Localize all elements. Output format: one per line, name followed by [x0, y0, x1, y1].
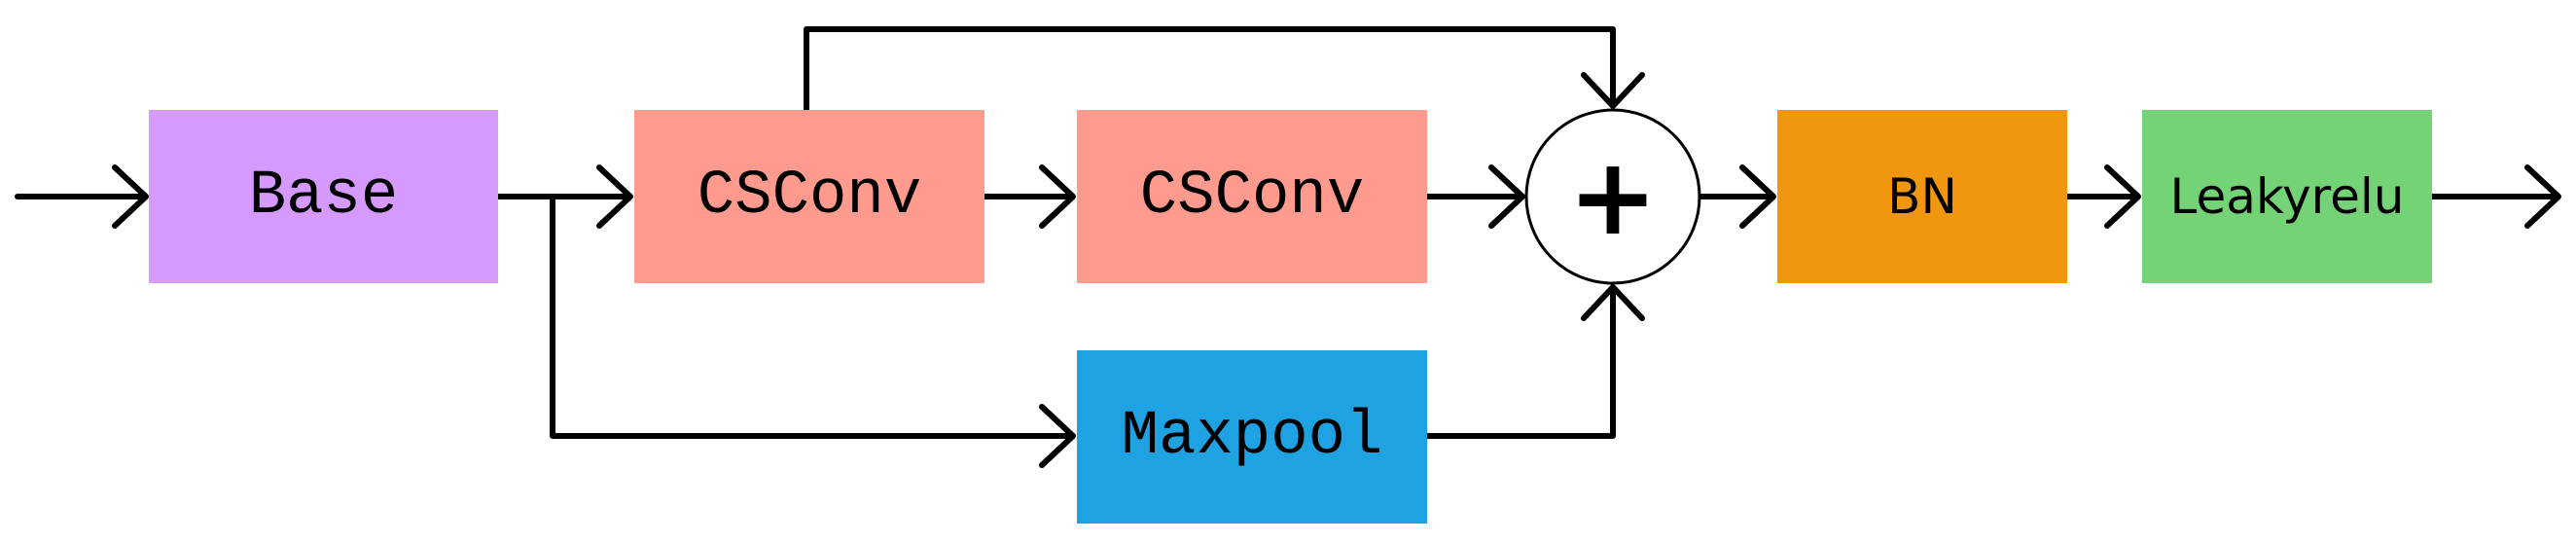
csconv-2-arrowhead [1039, 164, 1076, 229]
skip-connector [804, 26, 1616, 113]
add-left-arrowhead [1488, 164, 1525, 229]
add-bottom-arrowhead [1581, 284, 1645, 321]
csconv-1-arrowhead [596, 164, 633, 229]
maxpool-arrowhead [1039, 404, 1076, 468]
csconv-block-2: CSConv [1077, 110, 1427, 283]
leakyrelu-block: Leakyrelu [2142, 110, 2432, 283]
bn-block: BN [1777, 110, 2067, 283]
bn-label: BN [1887, 168, 1957, 225]
add-top-arrowhead [1581, 72, 1645, 109]
csconv-2-label: CSConv [1139, 162, 1365, 232]
bn-arrowhead [1739, 164, 1776, 229]
base-block: Base [149, 110, 498, 283]
add-operator: + [1526, 110, 1699, 283]
maxpool-to-add-connector [1424, 286, 1616, 439]
add-circle-icon [1524, 108, 1701, 285]
leakyrelu-label: Leakyrelu [2169, 168, 2405, 225]
csconv-1-label: CSConv [697, 162, 922, 232]
plus-icon: + [1567, 134, 1659, 259]
base-label: Base [248, 162, 399, 232]
leakyrelu-arrowhead [2104, 164, 2141, 229]
maxpool-block: Maxpool [1077, 350, 1427, 524]
output-arrowhead [2524, 164, 2561, 229]
input-arrowhead [112, 164, 149, 229]
csconv-block-1: CSConv [634, 110, 984, 283]
maxpool-label: Maxpool [1121, 402, 1383, 472]
maxpool-branch-connector [550, 194, 1074, 439]
